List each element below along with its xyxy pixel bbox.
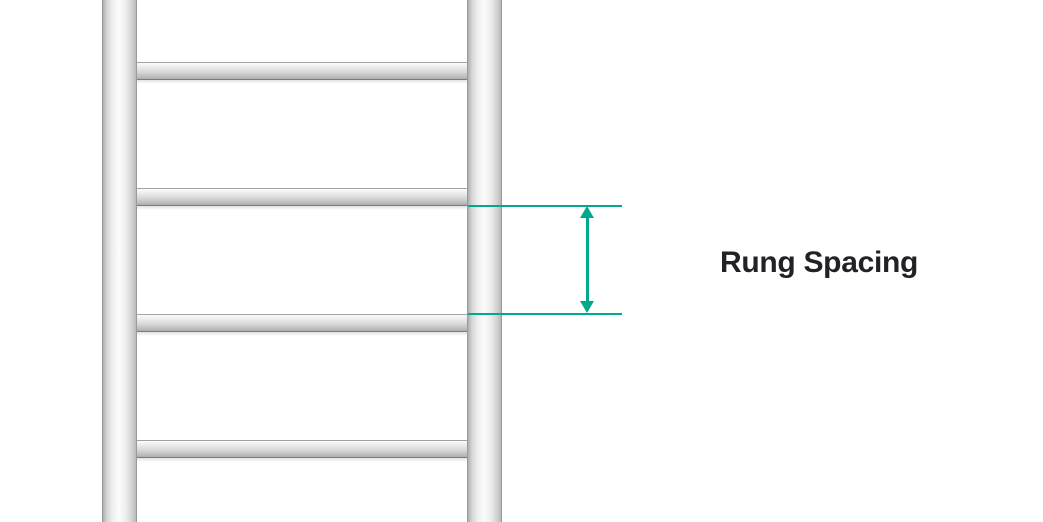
extension-line-bottom (468, 313, 622, 315)
rung-spacing-label: Rung Spacing (720, 246, 919, 279)
ladder-left-rail (102, 0, 137, 522)
ladder-rung-1 (137, 62, 467, 84)
ladder-rung-3 (137, 314, 467, 336)
ladder-rung-4 (137, 440, 467, 462)
dimension-arrow-shaft (586, 216, 589, 306)
ladder-right-rail (467, 0, 502, 522)
arrow-up-icon (580, 206, 594, 218)
ladder-rung-2 (137, 188, 467, 210)
extension-line-top (468, 205, 622, 207)
arrow-down-icon (580, 301, 594, 313)
